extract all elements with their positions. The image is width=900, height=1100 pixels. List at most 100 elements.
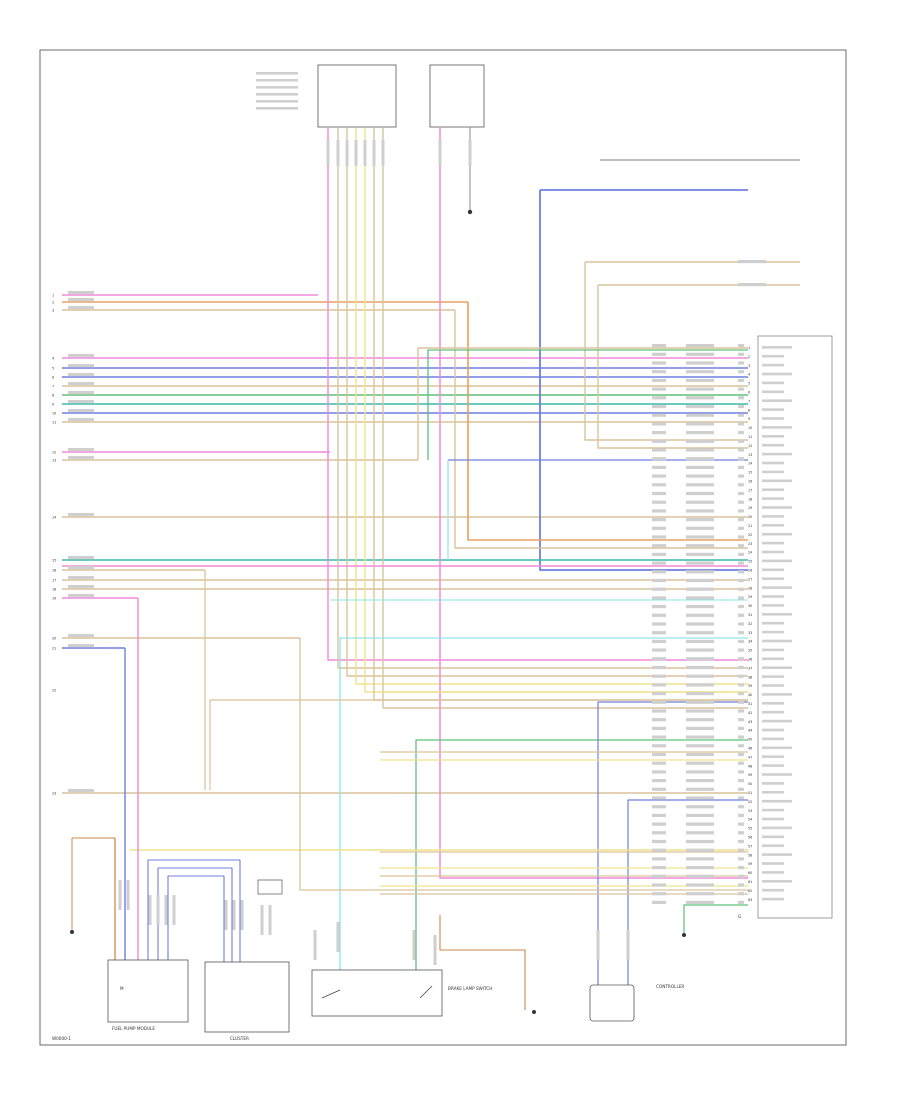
right-pin-17: 17 bbox=[748, 488, 752, 492]
wire-label-bar bbox=[68, 364, 94, 368]
wire-label-bar bbox=[68, 291, 94, 295]
wire-label-bar bbox=[652, 700, 666, 704]
wire-label-bar bbox=[686, 587, 714, 591]
right-pin-33: 33 bbox=[748, 631, 752, 635]
wire-label-bar bbox=[68, 576, 94, 580]
wire-label-bar bbox=[652, 639, 666, 643]
right-pin-2: 2 bbox=[748, 355, 750, 359]
wire-label-bar bbox=[652, 848, 666, 852]
right-pin-23: 23 bbox=[748, 542, 752, 546]
right-pin-53: 53 bbox=[748, 809, 752, 813]
wire-label-bar bbox=[686, 692, 714, 696]
top-module-connector bbox=[429, 64, 485, 128]
wire-label-bar bbox=[686, 422, 714, 426]
left-pin-11: 11 bbox=[52, 421, 56, 425]
right-pin-22: 22 bbox=[748, 533, 752, 537]
blue-sensor bbox=[597, 701, 748, 985]
wire-label-bar bbox=[738, 787, 744, 791]
right-pin-35: 35 bbox=[748, 649, 752, 653]
wire-label-bar bbox=[224, 900, 228, 930]
wire-label-bar bbox=[652, 665, 666, 670]
wire-label-bar bbox=[652, 518, 666, 522]
right-pin-39: 39 bbox=[748, 684, 752, 688]
wire-label-bar bbox=[686, 509, 714, 513]
wire-label-bar bbox=[738, 665, 744, 670]
wire-label-bar bbox=[738, 735, 744, 739]
left-pin-5: 5 bbox=[52, 367, 54, 371]
wire-label-bar bbox=[68, 306, 94, 310]
wire-label-bar bbox=[686, 535, 714, 539]
module-pin-label bbox=[762, 354, 784, 358]
wire-label-bar bbox=[686, 413, 714, 417]
brake-switch-label: BRAKE LAMP SWITCH bbox=[448, 986, 492, 991]
wire-label-bar bbox=[686, 370, 714, 374]
wire-label-bar bbox=[652, 404, 666, 409]
right-pin-45: 45 bbox=[748, 738, 752, 742]
wire-label-bar bbox=[738, 605, 744, 609]
right-pin-30: 30 bbox=[748, 604, 752, 608]
left-pin-19: 19 bbox=[52, 597, 56, 601]
wire-label-bar bbox=[686, 735, 714, 739]
wire-label-bar bbox=[68, 566, 94, 570]
cyan-brake bbox=[339, 637, 748, 970]
wire-label-bar bbox=[738, 404, 744, 409]
module-pin-label bbox=[762, 737, 784, 741]
wire-label-bar bbox=[652, 726, 666, 730]
wire-label-bar bbox=[738, 396, 744, 400]
module-pin-label bbox=[762, 381, 784, 385]
wire-label-bar bbox=[738, 483, 744, 487]
wire-label-bar bbox=[652, 535, 666, 539]
brown-to-ground bbox=[439, 915, 526, 1010]
right-pin-3: 3 bbox=[748, 364, 750, 368]
wire-label-bar bbox=[652, 892, 666, 896]
module-pin-label bbox=[762, 782, 784, 785]
module-pin-label bbox=[762, 613, 792, 616]
wire-label-bar bbox=[686, 796, 714, 800]
wire-label-bar bbox=[652, 509, 666, 513]
left-pin-10: 10 bbox=[52, 412, 56, 416]
wire-label-bar bbox=[652, 474, 666, 478]
module-pin-label bbox=[762, 835, 784, 839]
right-pin-10: 10 bbox=[748, 426, 752, 430]
wire-label-bar bbox=[652, 370, 666, 374]
wire-label-bar bbox=[738, 361, 744, 365]
wire-label-bar bbox=[652, 396, 666, 400]
wire-label-bar bbox=[596, 930, 600, 960]
wire-label-bar bbox=[68, 456, 94, 460]
right-pin-28: 28 bbox=[748, 586, 752, 590]
wire-label-bar bbox=[626, 930, 630, 960]
wire-label-bar bbox=[372, 140, 376, 166]
sensor-drop-1 bbox=[327, 128, 748, 661]
module-pin-label bbox=[762, 515, 784, 518]
wire-label-bar bbox=[652, 526, 666, 530]
module-pin-label bbox=[762, 648, 784, 652]
wire-label-bar bbox=[686, 831, 714, 835]
wire-label-bar bbox=[652, 761, 666, 765]
blue-cluster-1 bbox=[147, 859, 241, 962]
module-pin-label bbox=[762, 452, 792, 456]
wire-label-bar bbox=[686, 631, 714, 635]
module-pin-label bbox=[762, 808, 784, 812]
wire-label-bar bbox=[652, 648, 666, 652]
wire-label-bar bbox=[686, 770, 714, 774]
wire-label-bar bbox=[738, 544, 744, 548]
wire-label-bar bbox=[156, 895, 160, 925]
wire-label-bar bbox=[686, 639, 714, 643]
wire-label-bar bbox=[738, 883, 744, 887]
module-pin-label bbox=[762, 399, 792, 402]
wire-label-bar bbox=[686, 518, 714, 522]
wire-label-bar bbox=[68, 418, 94, 422]
left-pin-18: 18 bbox=[52, 588, 56, 592]
wire-label-bar bbox=[686, 491, 714, 496]
wire-label-bar bbox=[738, 683, 744, 687]
wire-label-bar bbox=[686, 613, 714, 617]
wire-label-bar bbox=[686, 848, 714, 852]
wire-label-bar bbox=[686, 744, 714, 748]
right-pin-13: 13 bbox=[748, 453, 752, 457]
wire-label-bar bbox=[68, 634, 94, 638]
sensor-title-text bbox=[256, 79, 298, 82]
module-pin-label bbox=[762, 408, 784, 411]
module-drop-pink bbox=[439, 127, 748, 879]
left-pin-20: 20 bbox=[52, 637, 56, 641]
wire-label-bar bbox=[738, 352, 744, 356]
